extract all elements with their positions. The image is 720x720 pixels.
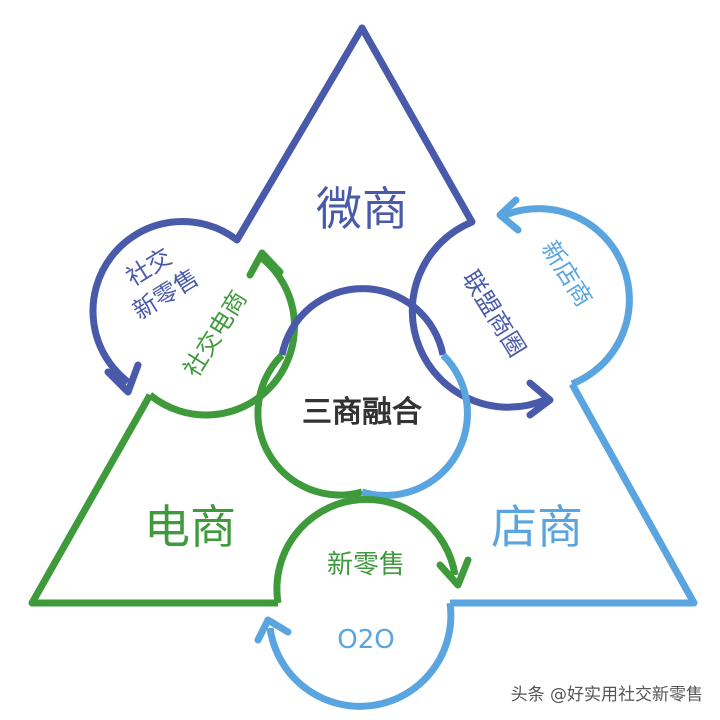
arc-alliance-circle xyxy=(408,218,547,411)
triangle-left-edge xyxy=(28,393,278,607)
arc-new-retail xyxy=(273,495,459,604)
label-ecommerce: 电商 xyxy=(144,500,236,554)
arrow-head-new-store xyxy=(496,196,522,234)
center-circle-blue xyxy=(361,352,471,499)
label-new-retail: 新零售 xyxy=(327,550,405,580)
label-new-store: 新店商 xyxy=(536,236,598,312)
label-social-ecommerce: 社交电商 xyxy=(178,286,253,382)
center-circle-green xyxy=(254,352,363,499)
arrow-head-new-retail xyxy=(436,556,472,589)
arrow-head-social-ecommerce xyxy=(246,249,284,279)
watermark-text: 头条 @好实用社交新零售 xyxy=(511,685,703,705)
arc-social-new-retail xyxy=(89,218,240,385)
arrow-head-o2o xyxy=(254,616,292,644)
arrow-head-alliance-circle xyxy=(526,379,554,419)
label-center: 三商融合 xyxy=(302,395,422,430)
arc-o2o xyxy=(266,602,455,710)
triangle-top-left-edge xyxy=(233,24,366,244)
triangle-right-edge xyxy=(450,382,698,607)
label-alliance-circle: 联盟商圈 xyxy=(456,266,531,362)
triangle-top-right-edge xyxy=(358,24,476,226)
arrow-head-social-new-retail xyxy=(104,361,142,396)
label-store-commerce: 店商 xyxy=(491,500,583,554)
arc-new-store xyxy=(503,205,633,388)
label-o2o: O2O xyxy=(337,625,394,655)
arc-social-ecommerce xyxy=(147,255,298,419)
center-circle-navy xyxy=(278,285,447,356)
label-wechat-commerce: 微商 xyxy=(316,182,408,236)
